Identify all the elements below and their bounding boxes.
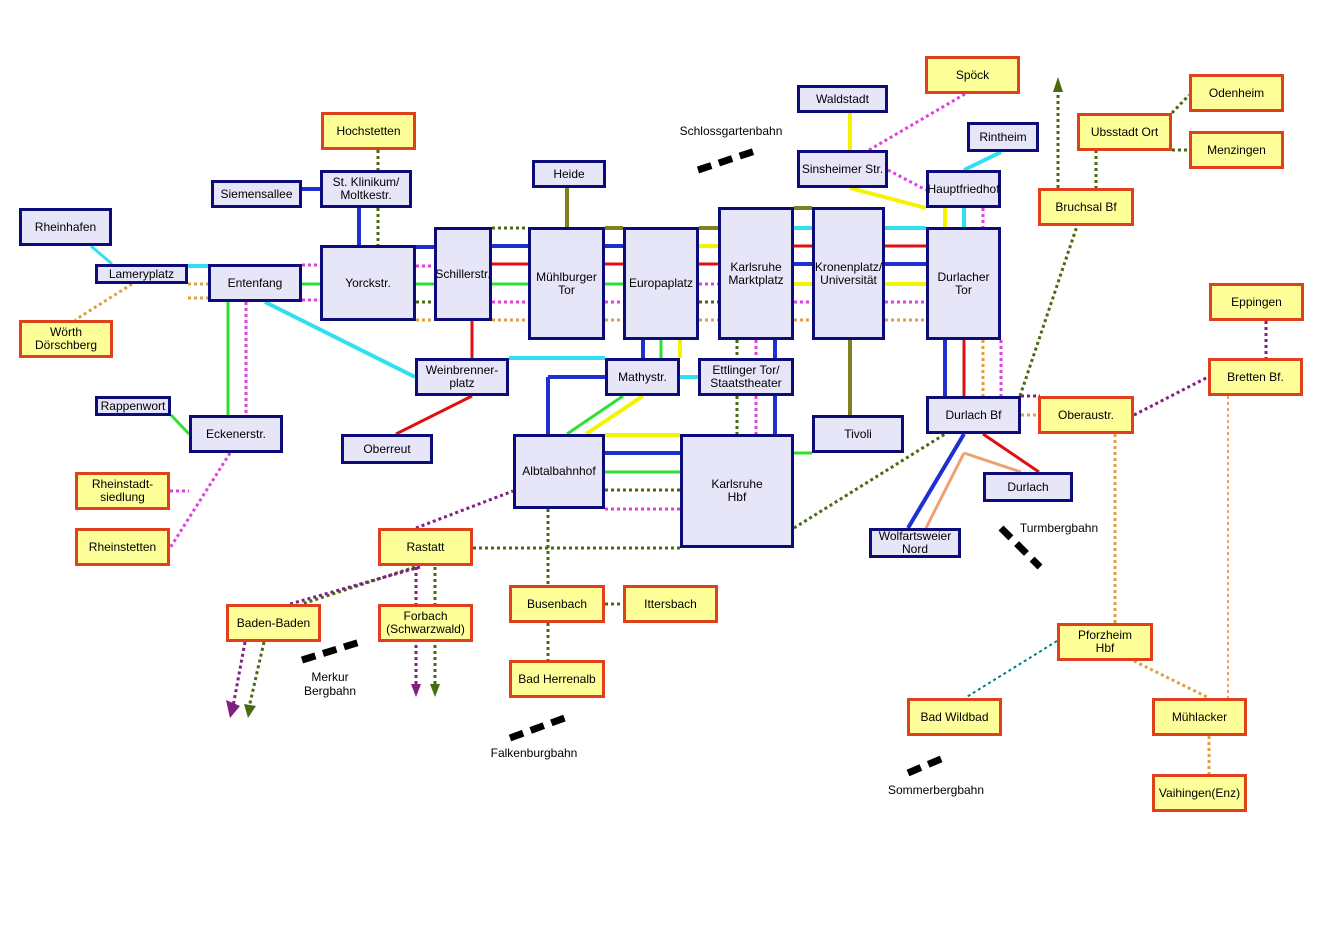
line-segment-103 — [963, 150, 1002, 172]
station-hbf: Karlsruhe Hbf — [680, 434, 794, 548]
line-segment-91 — [90, 244, 113, 266]
line-segment-124 — [300, 638, 362, 664]
station-vaihingen: Vaihingen(Enz) — [1152, 774, 1247, 812]
arrow-down-icon — [411, 684, 421, 697]
line-segment-101 — [887, 168, 927, 192]
line-segment-113 — [415, 489, 514, 530]
station-durlachertor: Durlacher Tor — [926, 227, 1001, 340]
station-yorckstr: Yorckstr. — [320, 245, 416, 321]
station-mathystr: Mathystr. — [605, 358, 680, 396]
station-menzingen: Menzingen — [1189, 131, 1284, 169]
line-segment-92 — [74, 282, 133, 322]
station-kronenplatz: Kronenplatz/ Universität — [812, 207, 885, 340]
station-muehlacker: Mühlacker — [1152, 698, 1247, 736]
station-rappenwort: Rappenwort — [95, 396, 171, 416]
station-ittersbach: Ittersbach — [623, 585, 718, 623]
station-schillerstr: Schillerstr. — [434, 227, 492, 321]
line-segment-95 — [395, 394, 473, 436]
station-spoeck: Spöck — [925, 56, 1020, 94]
station-rheinstetten: Rheinstetten — [75, 528, 170, 566]
station-badenbaden: Baden-Baden — [226, 604, 321, 642]
arrow-down-icon — [430, 684, 440, 697]
line-segment-118 — [246, 641, 266, 713]
station-rastatt: Rastatt — [378, 528, 473, 566]
line-segment-122 — [696, 146, 760, 174]
station-rintheim: Rintheim — [967, 122, 1039, 152]
arrow-north-icon — [1053, 77, 1063, 92]
line-segment-115 — [289, 565, 421, 606]
station-rheinhafen: Rheinhafen — [19, 208, 112, 246]
station-oberaustr: Oberaustr. — [1038, 396, 1134, 434]
station-bretten: Bretten Bf. — [1208, 358, 1303, 396]
station-eppingen: Eppingen — [1209, 283, 1304, 321]
station-woerth: Wörth Dörschberg — [19, 320, 113, 358]
station-eckenerstr: Eckenerstr. — [189, 415, 283, 453]
line-segment-104 — [1018, 225, 1079, 397]
station-pforzheim: Pforzheim Hbf — [1057, 623, 1153, 661]
line-segment-109 — [924, 452, 966, 529]
station-sinsheimer: Sinsheimer Str. — [797, 150, 888, 188]
station-ettlingertor: Ettlinger Tor/ Staatstheater — [698, 358, 794, 396]
line-segment-125 — [508, 712, 572, 742]
station-badherrenalb: Bad Herrenalb — [509, 660, 605, 698]
station-bruchsal: Bruchsal Bf — [1038, 188, 1134, 226]
station-siemensallee: Siemensallee — [211, 180, 302, 208]
line-segment-100 — [849, 186, 927, 210]
station-oberreut: Oberreut — [341, 434, 433, 464]
line-segment-116 — [964, 640, 1058, 699]
line-segment-123 — [998, 525, 1043, 570]
station-durlach: Durlach — [983, 472, 1073, 502]
line-segment-112 — [168, 452, 232, 549]
arrow-down-icon — [244, 704, 256, 718]
arrow-down-icon — [226, 700, 240, 718]
station-waldstadt: Waldstadt — [797, 85, 888, 113]
station-wolfartsweier: Wolfartsweier Nord — [869, 528, 961, 558]
station-busenbach: Busenbach — [509, 585, 605, 623]
station-entenfang: Entenfang — [208, 264, 302, 302]
line-segment-102 — [868, 92, 966, 152]
label-falkenburgbahn: Falkenburgbahn — [490, 746, 578, 760]
line-segment-117 — [1133, 659, 1210, 700]
station-rheinstadt: Rheinstadt- siedlung — [75, 472, 170, 510]
line-segment-98 — [566, 394, 624, 436]
station-forbach: Forbach (Schwarzwald) — [378, 604, 473, 642]
station-europaplatz: Europaplatz — [623, 227, 699, 340]
line-segment-108 — [963, 451, 1022, 474]
line-segment-56 — [1170, 93, 1191, 115]
line-segment-119 — [230, 641, 247, 713]
station-badwildbad: Bad Wildbad — [907, 698, 1002, 736]
line-segment-93 — [264, 300, 416, 379]
line-segment-106 — [1133, 375, 1209, 417]
station-hauptfriedhof: Hauptfriedhof — [926, 170, 1001, 208]
line-segment-110 — [906, 432, 966, 530]
station-marktplatz: Karlsruhe Marktplatz — [718, 207, 794, 340]
station-lameryplatz: Lameryplatz — [95, 264, 188, 284]
station-odenheim: Odenheim — [1189, 74, 1284, 112]
station-durlachbf: Durlach Bf — [926, 396, 1021, 434]
station-heide: Heide — [532, 160, 606, 188]
station-albtalbahnhof: Albtalbahnhof — [513, 434, 605, 509]
station-weinbrenner: Weinbrenner- platz — [415, 358, 509, 396]
label-merkur: Merkur Bergbahn — [303, 670, 357, 698]
label-turmbergbahn: Turmbergbahn — [1019, 521, 1099, 535]
label-schlossgartenbahn: Schlossgartenbahn — [679, 124, 783, 138]
line-segment-99 — [584, 394, 645, 436]
station-muehlburgertor: Mühlburger Tor — [528, 227, 605, 340]
line-segment-94 — [169, 413, 191, 436]
line-segment-126 — [906, 752, 950, 777]
label-sommerbergbahn: Sommerbergbahn — [887, 783, 985, 797]
line-segment-114 — [301, 565, 416, 606]
station-ubstadt: Ubsstadt Ort — [1077, 113, 1172, 151]
station-hochstetten: Hochstetten — [321, 112, 416, 150]
line-segment-107 — [982, 432, 1040, 474]
station-tivoli: Tivoli — [812, 415, 904, 453]
station-stklinikum: St. Klinikum/ Moltkestr. — [320, 170, 412, 208]
